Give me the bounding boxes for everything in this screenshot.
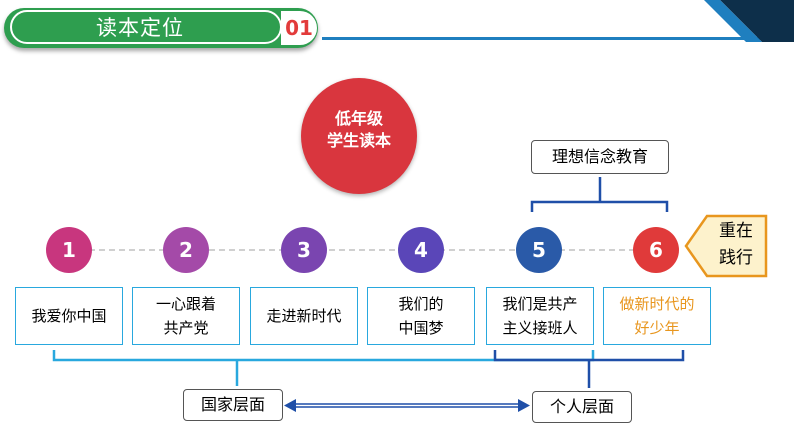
node-box-6-line1: 做新时代的 xyxy=(619,295,695,313)
node-circle-5: 5 xyxy=(516,227,562,273)
ideal-label: 理想信念教育 xyxy=(551,147,648,166)
node-box-2-line1: 一心跟着 xyxy=(155,295,216,313)
node-box-1-line1: 我爱你中国 xyxy=(31,307,107,325)
section-title: 读本定位 xyxy=(96,16,184,40)
node-box-4: 我们的 中国梦 xyxy=(367,287,475,345)
node-box-3-line1: 走进新时代 xyxy=(266,307,342,325)
practice-label: 重在 践行 xyxy=(708,218,764,272)
practice-label-line1: 重在 xyxy=(719,221,753,241)
national-bracket xyxy=(52,350,595,362)
arrow-right-head xyxy=(518,399,530,412)
ideal-bracket xyxy=(530,200,669,212)
personal-label: 个人层面 xyxy=(549,397,614,416)
top-circle-line1: 低年级 xyxy=(334,109,383,128)
node-circle-4: 4 xyxy=(398,227,444,273)
practice-callout-shape xyxy=(684,214,768,278)
header-rule xyxy=(322,37,794,40)
node-circle-1: 1 xyxy=(46,227,92,273)
node-box-3: 走进新时代 xyxy=(250,287,358,345)
node-box-5-line1: 我们是共产 xyxy=(502,295,578,313)
top-circle-line2: 学生读本 xyxy=(326,131,391,150)
personal-bracket xyxy=(493,350,685,362)
arrow-left-head xyxy=(284,399,296,412)
node-circle-6: 6 xyxy=(633,227,679,273)
node-box-2: 一心跟着 共产党 xyxy=(132,287,240,345)
node-circle-3: 3 xyxy=(281,227,327,273)
national-label: 国家层面 xyxy=(200,395,265,414)
header-inner-outline xyxy=(10,10,282,44)
practice-label-line2: 践行 xyxy=(719,248,753,268)
node-box-1: 我爱你中国 xyxy=(15,287,123,345)
node-box-4-line1: 我们的 xyxy=(398,295,444,313)
node-box-5-line2: 主义接班人 xyxy=(502,319,578,337)
node-box-4-line2: 中国梦 xyxy=(398,319,444,337)
personal-label-box: 个人层面 xyxy=(532,391,632,423)
ideal-label-box: 理想信念教育 xyxy=(531,140,669,174)
node-box-6-line2: 好少年 xyxy=(634,319,680,337)
corner-decoration xyxy=(704,0,794,42)
node-circle-2: 2 xyxy=(163,227,209,273)
national-label-box: 国家层面 xyxy=(183,389,283,421)
node-box-2-line2: 共产党 xyxy=(163,319,209,337)
section-number: 01 xyxy=(285,16,313,40)
node-box-5: 我们是共产 主义接班人 xyxy=(486,287,594,345)
top-circle: 低年级 学生读本 xyxy=(301,78,417,194)
section-number-box xyxy=(281,11,317,45)
node-box-6: 做新时代的 好少年 xyxy=(603,287,711,345)
